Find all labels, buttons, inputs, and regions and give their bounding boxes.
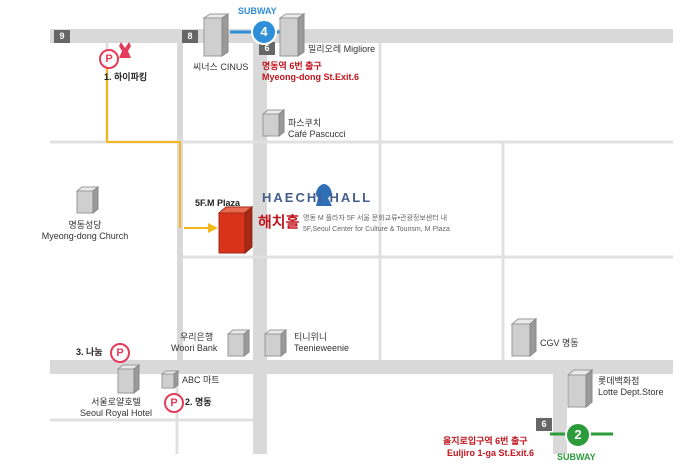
euljiro-exit-label-en: Euljiro 1-ga St.Exit.6 bbox=[447, 448, 535, 458]
building-royal-hotel bbox=[116, 363, 141, 395]
subway-line-2-badge: 2 bbox=[565, 422, 591, 448]
parking-p1-label: 1. 하이파킹 bbox=[104, 72, 148, 82]
building-lotte bbox=[566, 368, 594, 409]
euljiro-exit-label-kr: 을지로입구역 6번 출구 bbox=[443, 436, 528, 446]
haechi-hall-title: HAECHI HALL bbox=[262, 190, 373, 205]
woori-label-kr: 우리은행 bbox=[180, 332, 214, 342]
pascucci-label-en: Café Pascucci bbox=[288, 129, 346, 139]
road-main-vertical bbox=[253, 29, 267, 454]
woori-label-en: Woori Bank bbox=[171, 343, 218, 353]
route-arrow-head bbox=[208, 223, 218, 233]
exit6-label-kr: 명동역 6번 출구 bbox=[262, 61, 322, 71]
road-right-vertical bbox=[553, 360, 567, 454]
building-teenie bbox=[263, 328, 288, 358]
building-cgv bbox=[510, 317, 538, 358]
haechi-mascot-icon bbox=[316, 184, 332, 206]
haechi-hall-kr: 해치홀 bbox=[258, 213, 300, 231]
building-church bbox=[75, 185, 100, 215]
road-bottom bbox=[50, 360, 673, 374]
exit6-label-en: Myeong-dong St.Exit.6 bbox=[262, 72, 360, 82]
building-cinus bbox=[202, 13, 230, 57]
street-number-6-top: 6 bbox=[259, 42, 275, 55]
parking-p3-icon: P bbox=[110, 343, 130, 363]
building-m-plaza bbox=[217, 205, 254, 255]
church-label-kr: 명동성당 bbox=[68, 220, 102, 230]
parking-p2-label: 2. 명동 bbox=[185, 397, 212, 407]
road-top bbox=[50, 29, 673, 43]
teenie-label-en: Teenieweenie bbox=[294, 343, 350, 353]
pascucci-label-kr: 파스쿠치 bbox=[288, 118, 322, 128]
church-label-en: Myeong-dong Church bbox=[41, 231, 129, 241]
lotte-label-en: Lotte Dept.Store bbox=[598, 387, 664, 397]
building-abc-mart bbox=[160, 370, 180, 389]
building-woori bbox=[226, 328, 251, 358]
migliore-label: 밀리오레 Migliore bbox=[308, 44, 376, 54]
street-number-6-bottom: 6 bbox=[536, 418, 552, 431]
subway-label-top: SUBWAY bbox=[238, 6, 277, 16]
subway-line-4-badge: 4 bbox=[251, 19, 277, 45]
haechi-desc-kr: 명동 M 플라자 5F 서울 문화교류•관광정보센터 내 bbox=[303, 215, 448, 222]
subway-label-bottom: SUBWAY bbox=[557, 452, 596, 462]
haechi-desc-en: 5F,Seoul Center for Culture & Tourism, M… bbox=[303, 226, 450, 233]
teenie-label-kr: 티니위니 bbox=[294, 332, 328, 342]
parking-mascot-icon bbox=[119, 42, 131, 58]
street-number-9: 9 bbox=[54, 30, 70, 43]
building-migliore bbox=[278, 13, 306, 57]
royal-hotel-label-kr: 서울로얄호텔 bbox=[91, 397, 141, 407]
parking-p1-icon: P bbox=[99, 49, 119, 69]
walking-route bbox=[106, 60, 181, 228]
lotte-label-kr: 롯데백화점 bbox=[598, 376, 640, 386]
cgv-label: CGV 명동 bbox=[540, 338, 579, 348]
parking-p2-icon: P bbox=[164, 393, 184, 413]
cinus-label: 씨너스 CINUS bbox=[193, 62, 249, 72]
royal-hotel-label-en: Seoul Royal Hotel bbox=[79, 408, 153, 418]
street-number-8: 8 bbox=[182, 30, 198, 43]
abc-mart-label: ABC 마트 bbox=[182, 375, 220, 385]
parking-p3-label: 3. 나눔 bbox=[76, 347, 103, 357]
m-plaza-label: 5F.M Plaza bbox=[195, 198, 241, 208]
building-pascucci bbox=[261, 108, 286, 138]
